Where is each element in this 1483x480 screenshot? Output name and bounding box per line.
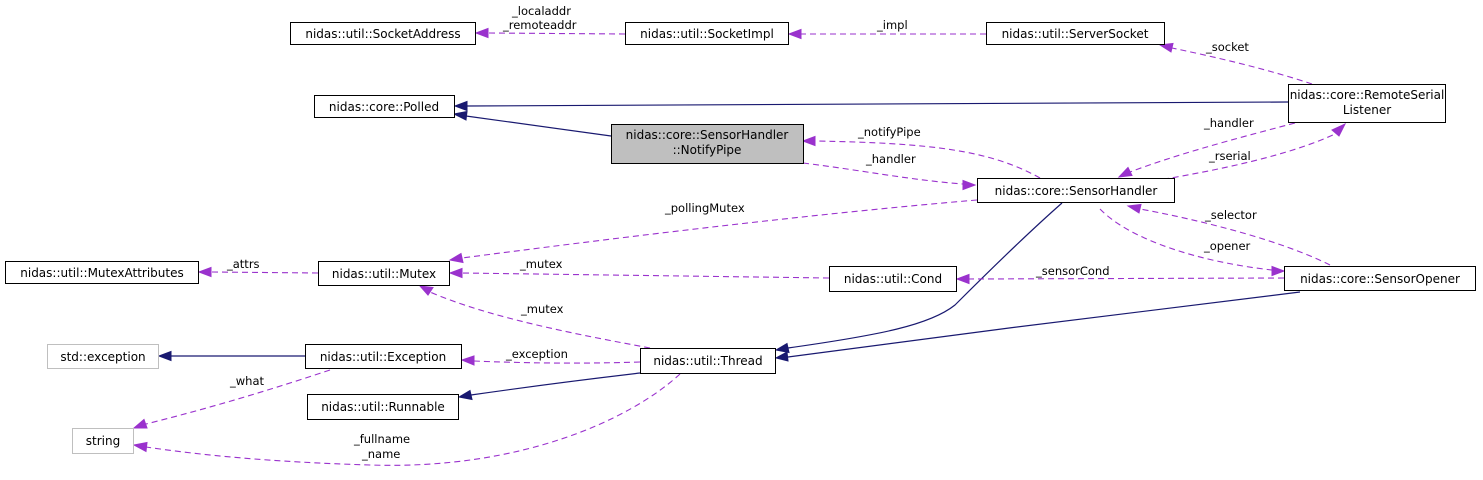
node-remote-serial-listener-label-1: nidas::core::RemoteSerial: [1290, 88, 1445, 102]
label-impl: _impl: [876, 18, 908, 32]
edge-thread-string: [132, 373, 681, 466]
edge-notifypipe-sensorhandler: [802, 162, 977, 191]
edge-exception-string: [132, 369, 331, 429]
node-runnable[interactable]: nidas::util::Runnable: [307, 394, 459, 420]
edge-remoteseriallistener-polled: [453, 100, 1289, 112]
node-mutex[interactable]: nidas::util::Mutex: [318, 261, 450, 286]
label-fullname: _fullname: [353, 432, 410, 446]
edge-cond-mutex: [448, 267, 830, 279]
node-thread-label: nidas::util::Thread: [653, 354, 762, 368]
edge-sensorhandler-remoteseriallistener: [1152, 122, 1347, 182]
node-sensor-opener[interactable]: nidas::core::SensorOpener: [1284, 266, 1476, 291]
node-sensor-handler-label: nidas::core::SensorHandler: [995, 184, 1158, 198]
node-thread[interactable]: nidas::util::Thread: [640, 348, 776, 374]
label-exception: _exception: [505, 347, 568, 361]
label-sensorcond: _sensorCond: [1035, 264, 1110, 278]
edge-thread-mutex: [418, 285, 651, 349]
label-mutex-cond: _mutex: [519, 257, 563, 271]
label-rserial: _rserial: [1208, 149, 1251, 163]
edge-sensorhandler-thread: [774, 202, 1063, 354]
node-string[interactable]: string: [72, 428, 134, 454]
node-std-exception[interactable]: std::exception: [47, 344, 159, 369]
label-localaddr: _localaddr: [511, 4, 571, 18]
node-polled[interactable]: nidas::core::Polled: [314, 95, 455, 118]
label-attrs: _attrs: [226, 257, 260, 271]
edge-sensorhandler-mutex: [448, 199, 978, 264]
node-sensor-handler[interactable]: nidas::core::SensorHandler: [977, 178, 1175, 203]
edge-sensoropener-cond: [955, 273, 1285, 285]
edge-exception-stdexception: [157, 350, 305, 362]
label-mutex-thread: _mutex: [520, 302, 564, 316]
node-mutex-attributes-label: nidas::util::MutexAttributes: [20, 266, 184, 280]
node-cond-label: nidas::util::Cond: [844, 272, 942, 286]
node-cond[interactable]: nidas::util::Cond: [829, 266, 957, 292]
node-exception-label: nidas::util::Exception: [320, 350, 446, 364]
node-mutex-attributes[interactable]: nidas::util::MutexAttributes: [5, 261, 199, 284]
node-socket-impl[interactable]: nidas::util::SocketImpl: [625, 22, 789, 45]
node-exception[interactable]: nidas::util::Exception: [305, 344, 462, 369]
label-name: _name: [361, 447, 400, 461]
edge-sensoropener-sensorhandler: [1126, 203, 1331, 266]
edge-socketimpl-socketaddress: [474, 27, 626, 39]
label-handler-notifypipe: _handler: [865, 152, 916, 166]
node-runnable-label: nidas::util::Runnable: [321, 400, 445, 414]
node-sensor-opener-label: nidas::core::SensorOpener: [1300, 272, 1460, 286]
edge-thread-exception: [460, 355, 641, 366]
label-what: _what: [229, 374, 264, 388]
label-pollingmutex: _pollingMutex: [664, 201, 745, 215]
edge-remoteseriallistener-serversocket: [1158, 42, 1313, 85]
node-remote-serial-listener[interactable]: nidas::core::RemoteSerial Listener: [1288, 84, 1446, 123]
node-notify-pipe-label-2: ::NotifyPipe: [673, 143, 742, 157]
label-opener: _opener: [1203, 239, 1251, 253]
node-notify-pipe-label-1: nidas::core::SensorHandler: [626, 128, 789, 142]
node-socket-address-label: nidas::util::SocketAddress: [305, 27, 460, 41]
edge-mutex-mutexattributes: [197, 266, 319, 278]
edge-remoteseriallistener-sensorhandler: [1117, 122, 1296, 178]
label-notifypipe: _notifyPipe: [857, 125, 921, 139]
label-handler-rsl: _handler: [1203, 116, 1254, 130]
node-std-exception-label: std::exception: [60, 350, 145, 364]
label-remoteaddr: _remoteaddr: [502, 18, 577, 32]
node-socket-address[interactable]: nidas::util::SocketAddress: [290, 22, 476, 45]
node-socket-impl-label: nidas::util::SocketImpl: [640, 27, 774, 41]
node-remote-serial-listener-label-2: Listener: [1343, 103, 1391, 117]
edge-sensoropener-thread: [774, 291, 1301, 362]
node-server-socket[interactable]: nidas::util::ServerSocket: [986, 22, 1165, 45]
node-mutex-label: nidas::util::Mutex: [332, 267, 436, 281]
node-string-label: string: [86, 434, 120, 448]
node-notify-pipe[interactable]: nidas::core::SensorHandler ::NotifyPipe: [611, 124, 804, 164]
label-selector: _selector: [1204, 208, 1257, 222]
edge-sensorhandler-notifypipe: [801, 135, 1041, 179]
node-server-socket-label: nidas::util::ServerSocket: [1002, 27, 1149, 41]
node-polled-label: nidas::core::Polled: [329, 100, 439, 114]
edge-serversocket-socketimpl: [787, 28, 986, 40]
label-socket: _socket: [1205, 40, 1249, 54]
edge-thread-runnable: [457, 372, 641, 401]
edge-sensorhandler-sensoropener: [1099, 208, 1286, 277]
edge-notifypipe-polled: [452, 110, 612, 137]
